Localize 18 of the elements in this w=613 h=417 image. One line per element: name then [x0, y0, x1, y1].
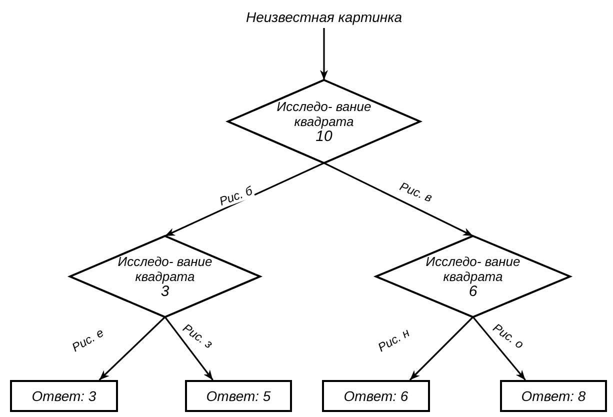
- node-text: 6: [468, 284, 478, 300]
- arrow: [320, 28, 328, 80]
- arrow: [472, 316, 526, 381]
- arrow: [98, 316, 166, 381]
- answer-box: Ответ: 3: [10, 380, 118, 412]
- node-text: Исследо- вание квадрата: [424, 254, 522, 284]
- node-text: Исследо- вание квадрата: [276, 98, 372, 128]
- arrow: [409, 316, 474, 381]
- answer-box: Ответ: 8: [500, 380, 607, 412]
- answer-box: Ответ: 6: [322, 380, 430, 412]
- answer-box: Ответ: 5: [185, 380, 292, 412]
- node-text: 3: [160, 284, 170, 300]
- arrow: [324, 162, 474, 237]
- node-text: Исследо- вание квадрата: [116, 254, 214, 284]
- arrow: [164, 162, 324, 237]
- arrow: [164, 316, 214, 380]
- input-label: Неизвестная картинка: [246, 8, 402, 27]
- node-text: 10: [316, 128, 332, 144]
